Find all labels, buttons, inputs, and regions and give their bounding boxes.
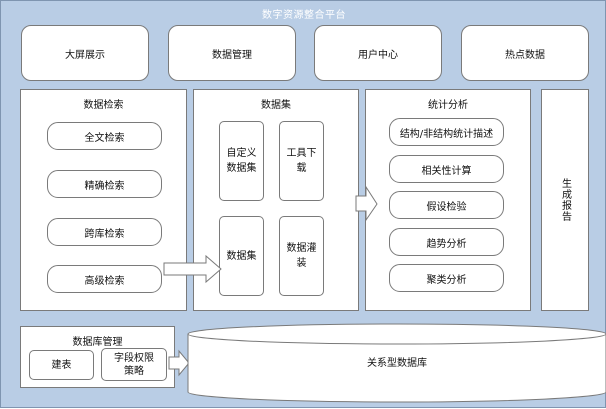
- generate-report-panel[interactable]: 生成报告: [541, 89, 589, 311]
- arrow-db-to-storage: [168, 349, 190, 377]
- relational-db-label: 关系型数据库: [367, 357, 427, 369]
- custom-dataset-box[interactable]: 自定义 数据集: [219, 121, 264, 201]
- dataset-panel-title: 数据集: [261, 100, 291, 111]
- build-table-button[interactable]: 建表: [29, 350, 94, 380]
- cross-db-search-button[interactable]: 跨库检索: [47, 218, 162, 246]
- structured-stats-button[interactable]: 结构/非结构统计描述: [389, 118, 504, 146]
- arrow-dataset-to-analysis: [355, 185, 378, 222]
- db-management-title: 数据库管理: [72, 337, 123, 348]
- advanced-search-button[interactable]: 高级检索: [47, 265, 162, 293]
- exact-search-button[interactable]: 精确检索: [47, 170, 162, 198]
- retrieval-panel-title: 数据检索: [83, 100, 124, 111]
- platform-title: 数字资源整合平台: [262, 10, 346, 21]
- field-permission-button[interactable]: 字段权限 策略: [101, 348, 167, 381]
- arrow-advanced-to-dataset: [163, 254, 222, 284]
- tile-big-screen[interactable]: 大屏展示: [21, 25, 149, 81]
- cluster-analysis-button[interactable]: 聚类分析: [389, 264, 504, 292]
- tile-user-center[interactable]: 用户中心: [314, 25, 442, 81]
- dataset-box[interactable]: 数据集: [219, 216, 264, 296]
- data-load-box[interactable]: 数据灌 装: [279, 216, 324, 296]
- trend-analysis-button[interactable]: 趋势分析: [389, 228, 504, 256]
- relational-db-cylinder: [187, 323, 606, 403]
- generate-report-label: 生成报告: [559, 178, 571, 222]
- fulltext-search-button[interactable]: 全文检索: [47, 122, 162, 150]
- analysis-panel-title: 统计分析: [428, 100, 468, 111]
- hypothesis-test-button[interactable]: 假设检验: [389, 191, 504, 219]
- tool-download-box[interactable]: 工具下 载: [279, 121, 324, 201]
- correlation-button[interactable]: 相关性计算: [389, 155, 504, 183]
- tile-hot-data[interactable]: 热点数据: [461, 25, 589, 81]
- tile-data-management[interactable]: 数据管理: [168, 25, 296, 81]
